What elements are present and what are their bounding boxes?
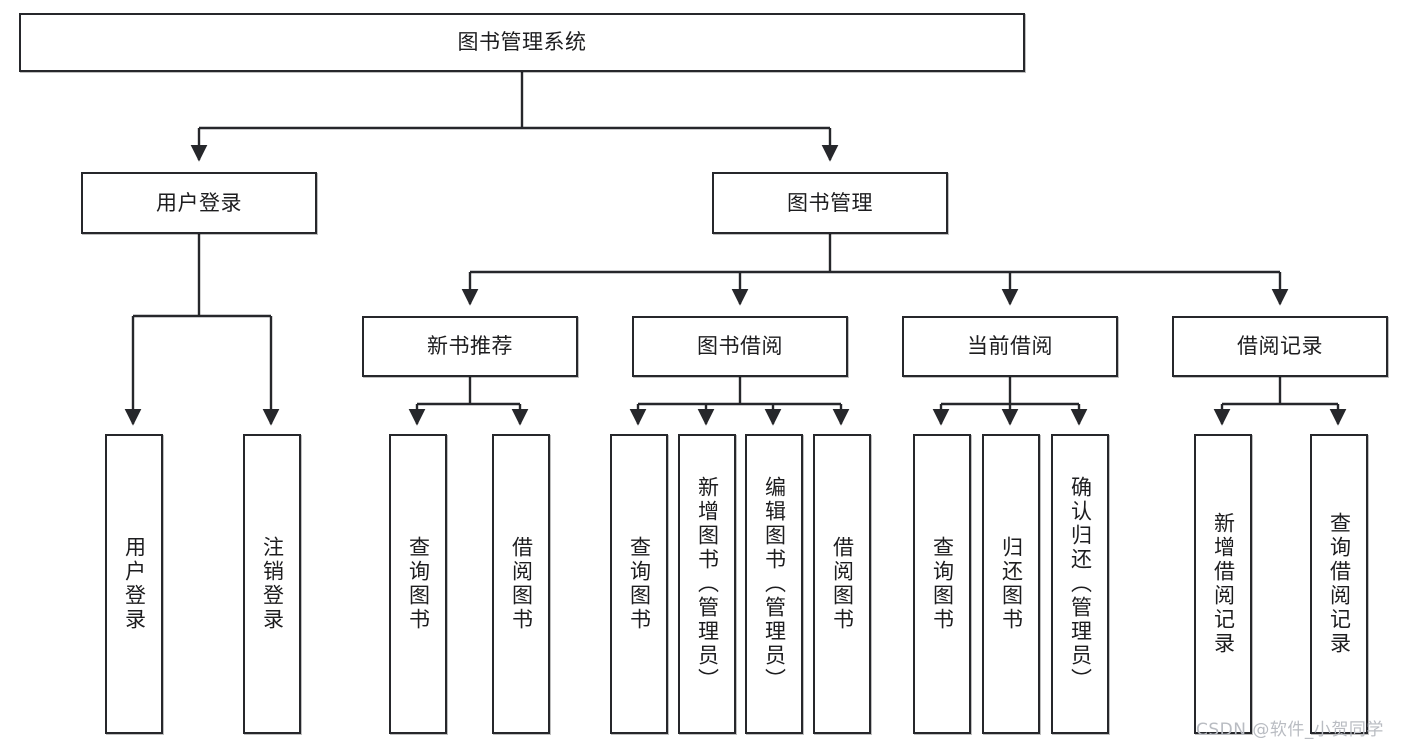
leaf-confirm-return-admin-label: 确认归还（管理员） [1068,476,1093,692]
leaf-query-book-current[interactable]: 查询图书 [913,434,971,734]
leaf-edit-book-admin[interactable]: 编辑图书（管理员） [745,434,803,734]
leaf-borrow-book-recommend[interactable]: 借阅图书 [492,434,550,734]
leaf-logout[interactable]: 注销登录 [243,434,301,734]
node-user-login[interactable]: 用户登录 [81,172,317,234]
node-user-login-label: 用户登录 [156,190,242,215]
node-book-management[interactable]: 图书管理 [712,172,948,234]
node-borrow-record[interactable]: 借阅记录 [1172,316,1388,377]
leaf-user-login[interactable]: 用户登录 [105,434,163,734]
node-book-borrow[interactable]: 图书借阅 [632,316,848,377]
leaf-query-borrow-record[interactable]: 查询借阅记录 [1310,434,1368,734]
csdn-watermark: CSDN @软件_小贺同学 [1196,720,1384,740]
leaf-return-book[interactable]: 归还图书 [982,434,1040,734]
leaf-query-book-borrow[interactable]: 查询图书 [610,434,668,734]
node-current-borrow[interactable]: 当前借阅 [902,316,1118,377]
leaf-add-book-admin-label: 新增图书（管理员） [695,476,720,692]
leaf-query-book-recommend-label: 查询图书 [406,536,431,632]
node-root-label: 图书管理系统 [457,30,587,55]
node-current-borrow-label: 当前借阅 [967,334,1053,359]
leaf-borrow-book-recommend-label: 借阅图书 [509,536,534,632]
leaf-query-book-recommend[interactable]: 查询图书 [389,434,447,734]
node-book-management-label: 图书管理 [787,190,873,215]
node-new-book-recommend-label: 新书推荐 [427,334,513,359]
leaf-logout-label: 注销登录 [260,536,285,632]
leaf-add-borrow-record-label: 新增借阅记录 [1211,512,1236,656]
leaf-borrow-book[interactable]: 借阅图书 [813,434,871,734]
node-book-borrow-label: 图书借阅 [697,334,783,359]
leaf-confirm-return-admin[interactable]: 确认归还（管理员） [1051,434,1109,734]
node-new-book-recommend[interactable]: 新书推荐 [362,316,578,377]
leaf-user-login-label: 用户登录 [122,536,147,632]
leaf-edit-book-admin-label: 编辑图书（管理员） [762,476,787,692]
leaf-add-borrow-record[interactable]: 新增借阅记录 [1194,434,1252,734]
leaf-query-borrow-record-label: 查询借阅记录 [1327,512,1352,656]
node-root[interactable]: 图书管理系统 [19,13,1025,72]
leaf-return-book-label: 归还图书 [999,536,1024,632]
leaf-query-book-borrow-label: 查询图书 [627,536,652,632]
leaf-borrow-book-label: 借阅图书 [830,536,855,632]
leaf-add-book-admin[interactable]: 新增图书（管理员） [678,434,736,734]
leaf-query-book-current-label: 查询图书 [930,536,955,632]
node-borrow-record-label: 借阅记录 [1237,334,1323,359]
